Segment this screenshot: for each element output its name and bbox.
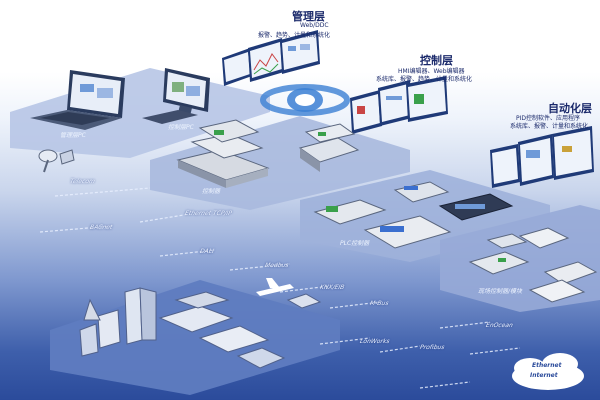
protocol-mbus: M-Bus (369, 300, 390, 307)
satellite-dish-icon (38, 149, 75, 173)
desktop-icon (142, 68, 210, 124)
cloud-line-1: Ethernet (532, 362, 562, 369)
automation-layer-subtitle-2: 系统库、报警、计量和系统化 (510, 123, 589, 130)
protocol-profibus: Profibus (419, 344, 446, 351)
automation-layer-subtitle-1: PID控制软件、应用程序 (516, 115, 581, 122)
plc-label: PLC控制器 (340, 240, 370, 247)
cloud-line-2: Internet (530, 372, 558, 379)
protocol-bacnet: BACnet (89, 224, 114, 231)
laptop-label: 管理层PC (60, 132, 86, 139)
control-screens (350, 76, 448, 134)
protocol-ethernet: Ethernet TCP/IP (184, 210, 233, 217)
management-layer-title: 管理层 (292, 10, 325, 23)
airplane-icon (256, 278, 294, 296)
management-layer-subtitle-2: 报警、趋势、计量和系统化 (258, 32, 331, 39)
io-module-devices (468, 227, 598, 303)
controller-pair-icon (298, 123, 360, 172)
io-modules-label: 现场控制器/模块 (478, 288, 523, 295)
protocol-lonworks: LonWorks (359, 338, 391, 345)
control-layer-subtitle-1: HMI编辑器、Web编辑器 (398, 68, 465, 75)
controllers-label: 控制器 (202, 188, 221, 195)
network-lines (39, 187, 521, 389)
protocol-telecom: Telecom (69, 178, 96, 185)
management-layer-subtitle-1: Web/DDC (300, 22, 329, 29)
laptop-icon (30, 70, 125, 130)
network-logo-icon (260, 84, 350, 116)
automation-layer-title: 自动化层 (548, 102, 592, 115)
control-layer-subtitle-2: 系统库、报警、趋势、计量和系统化 (376, 76, 473, 83)
automation-screens (490, 126, 594, 188)
control-layer-title: 控制层 (420, 54, 453, 67)
city-platform (50, 280, 340, 395)
controller-stack-icon (176, 119, 270, 188)
desktop-label: 控制层PC (168, 124, 194, 131)
protocol-knx: KNX/EIB (319, 284, 345, 291)
building-city-icon (79, 287, 322, 369)
internet-cloud-icon (512, 353, 584, 390)
protocol-modbus: Modbus (264, 262, 290, 269)
plc-devices (313, 181, 514, 249)
management-screens (222, 30, 320, 86)
control-platform (150, 116, 410, 210)
protocol-enocean: EnOcean (485, 322, 514, 329)
protocol-dali: DALI (199, 248, 215, 255)
